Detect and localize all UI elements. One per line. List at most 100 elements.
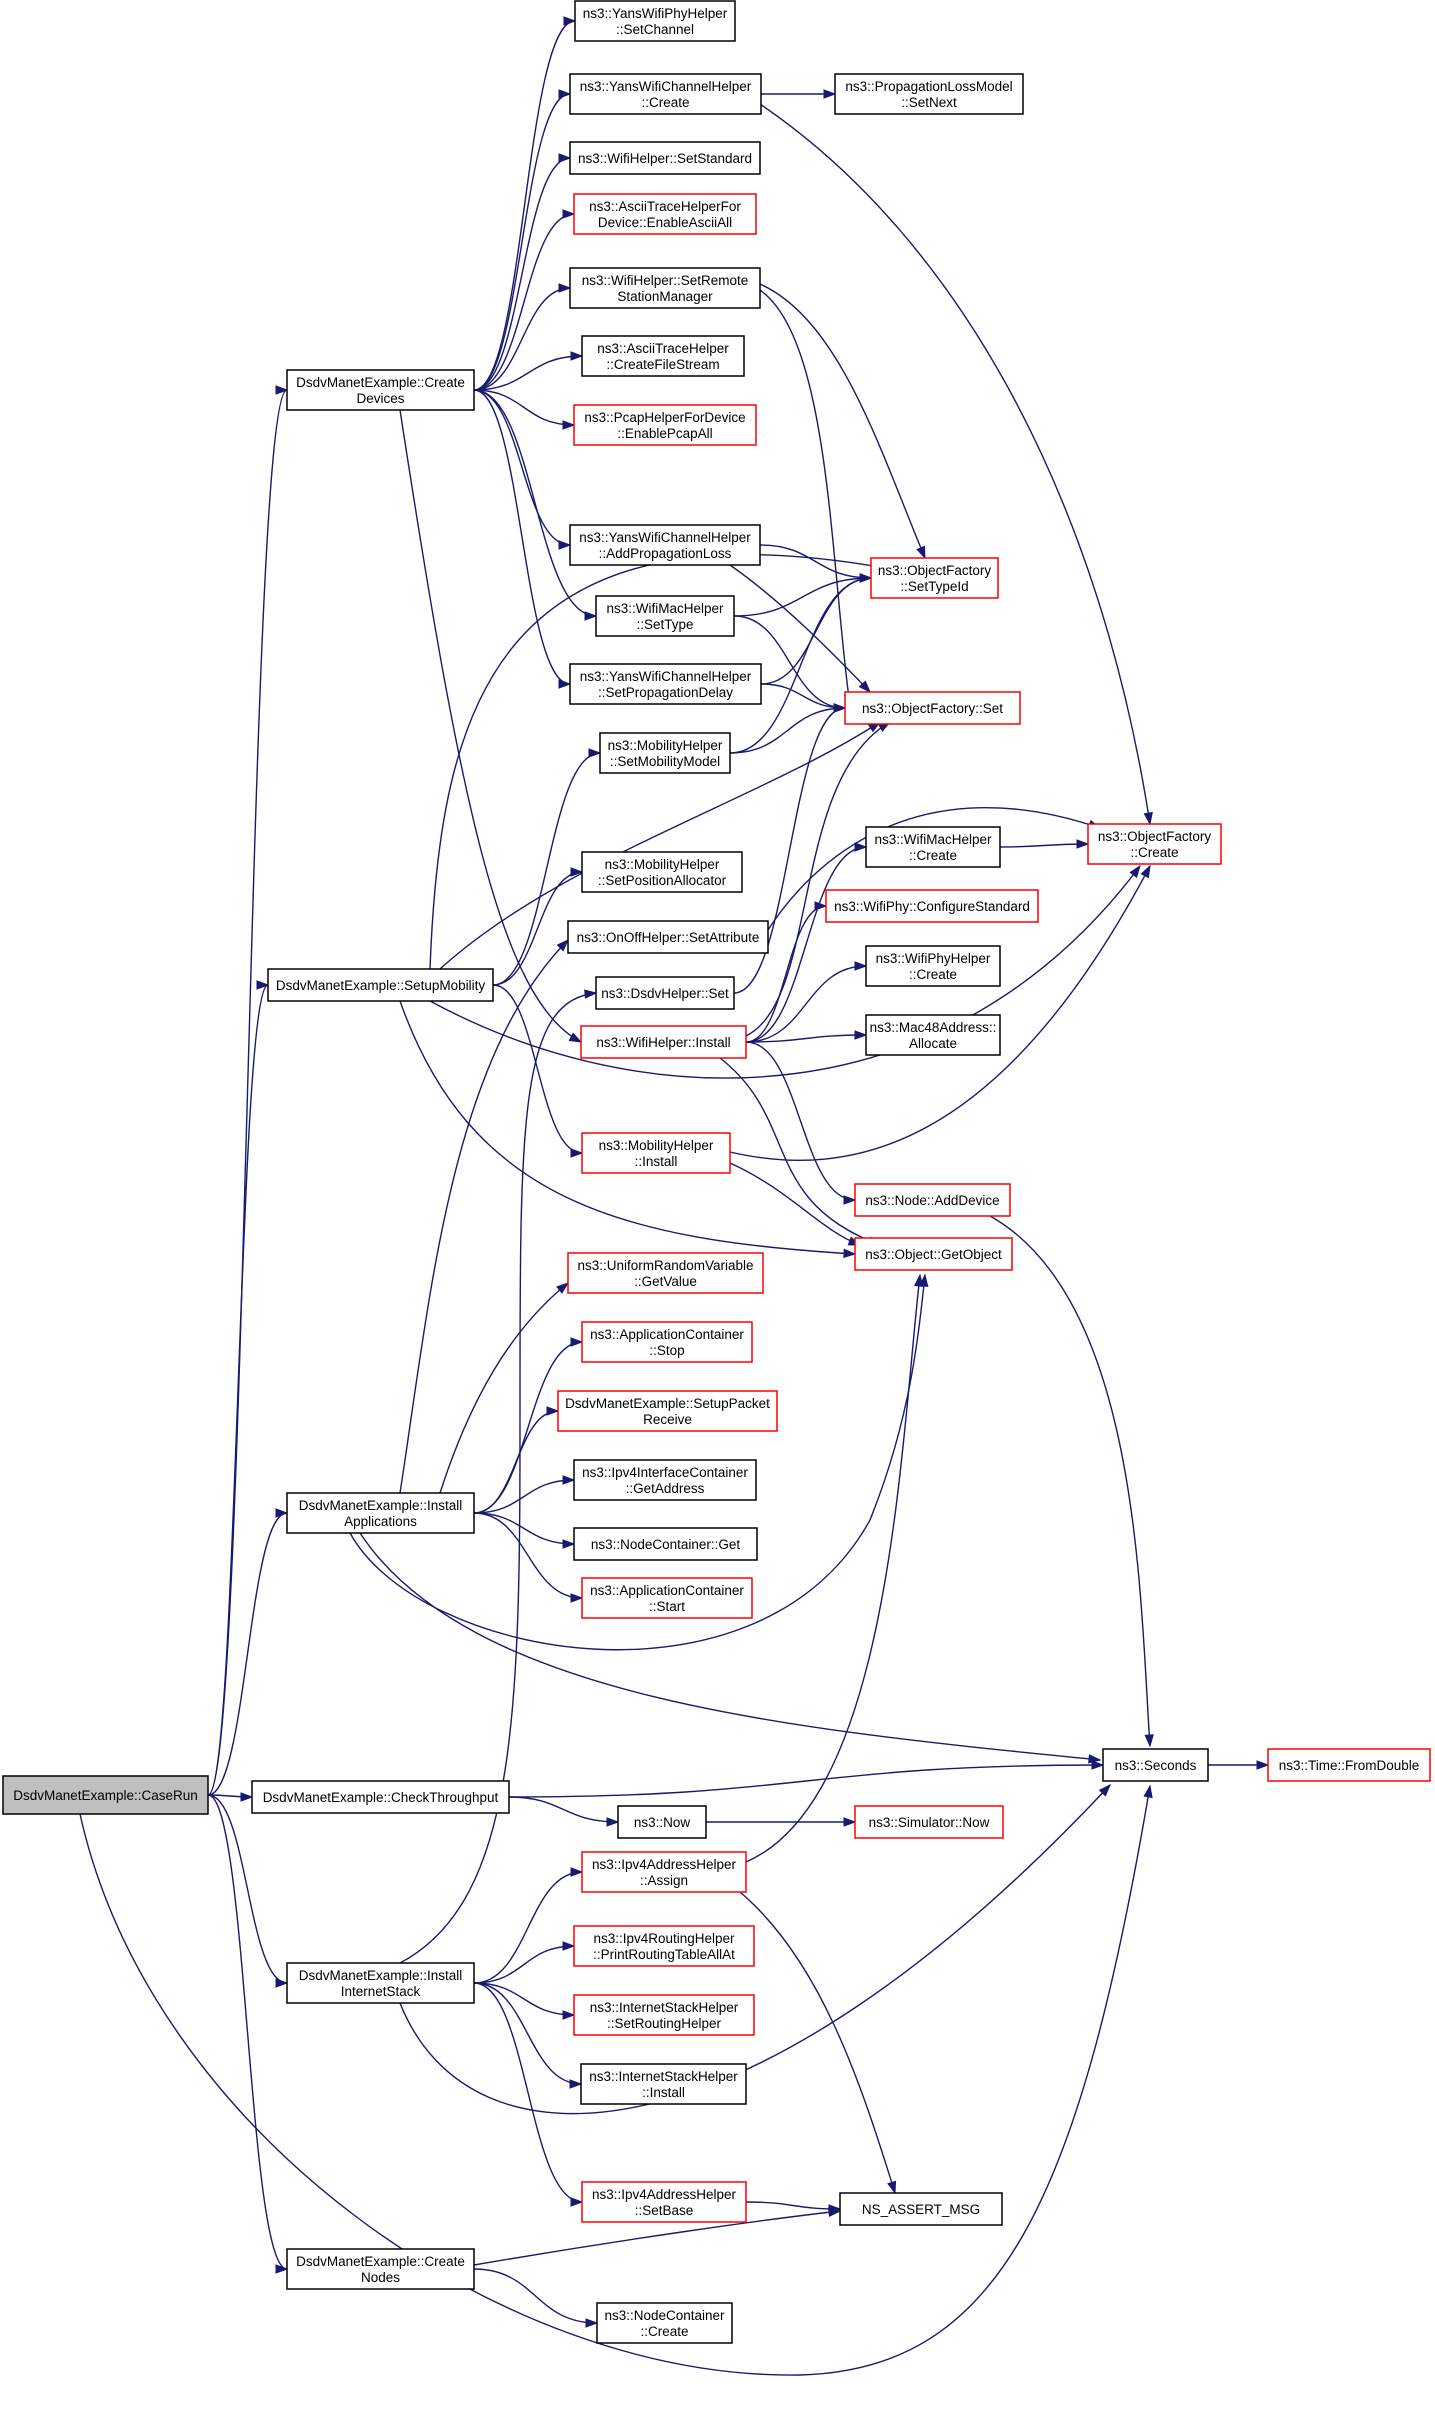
node-ipv4addr_setbase[interactable]: ns3::Ipv4AddressHelper::SetBase [581, 2181, 747, 2223]
node-now[interactable]: ns3::Now [617, 1805, 707, 1839]
node-ipv4ic_getaddr[interactable]: ns3::Ipv4InterfaceContainer::GetAddress [573, 1459, 757, 1501]
edge-createdevices-to-wifihelper_setremote [473, 283, 572, 391]
edge-wifihelper_install-to-object_getobject [719, 1057, 882, 1246]
arrowhead [562, 1539, 576, 1549]
node-label: ::Create [1130, 845, 1178, 860]
node-seconds[interactable]: ns3::Seconds [1102, 1748, 1209, 1782]
edge-wifihelper_install-to-wifiphyhelper_create [745, 961, 868, 1043]
edge-createdevices-to-yanschan_addloss [473, 389, 572, 550]
node-urv_getvalue[interactable]: ns3::UniformRandomVariable::GetValue [567, 1252, 764, 1294]
node-object_getobject[interactable]: ns3::Object::GetObject [854, 1237, 1013, 1271]
edge-wifihelper_setremote-to-objf_set [759, 289, 854, 708]
node-dsdv_set[interactable]: ns3::DsdvHelper::Set [595, 976, 735, 1010]
node-checkthroughput[interactable]: DsdvManetExample::CheckThroughput [251, 1780, 510, 1814]
node-mobility_setpos[interactable]: ns3::MobilityHelper::SetPositionAllocato… [581, 851, 743, 893]
node-onoff_setattr[interactable]: ns3::OnOffHelper::SetAttribute [567, 920, 769, 954]
node-box [557, 1390, 778, 1432]
arrowhead [256, 980, 270, 990]
node-appc_start[interactable]: ns3::ApplicationContainer::Start [581, 1577, 753, 1619]
node-label: Applications [344, 1514, 417, 1529]
node-ipv4addr_assign[interactable]: ns3::Ipv4AddressHelper::Assign [581, 1851, 747, 1893]
arrowhead [828, 2207, 842, 2217]
arrowhead [1129, 864, 1141, 879]
node-objf_set[interactable]: ns3::ObjectFactory::Set [844, 691, 1021, 725]
node-label: ns3::YansWifiChannelHelper [579, 530, 751, 545]
node-label: ns3::WifiMacHelper [606, 601, 724, 616]
arrowhead [570, 1593, 584, 1603]
node-yanschan_create[interactable]: ns3::YansWifiChannelHelper::Create [569, 73, 762, 115]
node-box [267, 968, 494, 1002]
node-yanschan_setdelay[interactable]: ns3::YansWifiChannelHelper::SetPropagati… [569, 663, 762, 705]
node-time_fromdouble[interactable]: ns3::Time::FromDouble [1267, 1748, 1431, 1782]
node-yanschan_addloss[interactable]: ns3::YansWifiChannelHelper::AddPropagati… [569, 524, 761, 566]
arrowhead [858, 680, 872, 694]
node-wifiphyhelper_create[interactable]: ns3::WifiPhyHelper::Create [865, 945, 1001, 987]
arrowhead [275, 2264, 289, 2274]
arrowhead [585, 2318, 599, 2328]
edge-yanschan_setdelay-to-objf_set [760, 683, 847, 713]
node-box [595, 595, 735, 637]
node-ascii_enableall[interactable]: ns3::AsciiTraceHelperForDevice::EnableAs… [573, 193, 757, 235]
node-node_adddevice[interactable]: ns3::Node::AddDevice [854, 1183, 1011, 1217]
arrowhead [546, 1406, 560, 1416]
node-stack_setrouting[interactable]: ns3::InternetStackHelper::SetRoutingHelp… [573, 1994, 755, 2036]
node-box [581, 1851, 747, 1893]
node-box [1087, 823, 1222, 865]
node-yansphy_setchannel[interactable]: ns3::YansWifiPhyHelper::SetChannel [574, 0, 736, 42]
edge-mobility_setmodel-to-objf_settypeid [729, 573, 873, 754]
node-objf_settypeid[interactable]: ns3::ObjectFactory::SetTypeId [870, 557, 999, 599]
node-ascii_createfile[interactable]: ns3::AsciiTraceHelper::CreateFileStream [581, 335, 745, 377]
edge-wifihelper_install-to-wifimac_create [745, 842, 868, 1043]
node-appc_stop[interactable]: ns3::ApplicationContainer::Stop [581, 1321, 753, 1363]
node-nodec_get[interactable]: ns3::NodeContainer::Get [573, 1527, 758, 1561]
edge-wifimac_create-to-objf_create [999, 839, 1090, 849]
node-wifihelper_setstd[interactable]: ns3::WifiHelper::SetStandard [569, 141, 761, 175]
arrowhead [1098, 1783, 1111, 1797]
node-label: ns3::ObjectFactory::Set [862, 701, 1003, 716]
node-caserun[interactable]: DsdvManetExample::CaseRun [2, 1775, 209, 1815]
edge-installapps-to-onoff_setattr [399, 938, 570, 1494]
node-setupmobility[interactable]: DsdvManetExample::SetupMobility [267, 968, 494, 1002]
node-label: ::Install [642, 2085, 685, 2100]
node-proploss_setnext[interactable]: ns3::PropagationLossModel::SetNext [834, 73, 1024, 115]
node-mobility_install[interactable]: ns3::MobilityHelper::Install [581, 1132, 731, 1174]
arrowhead [275, 1508, 289, 1518]
node-stack_install[interactable]: ns3::InternetStackHelper::Install [580, 2063, 747, 2105]
edge-wifihelper_install-to-node_adddevice [745, 1041, 857, 1205]
node-label: DsdvManetExample::SetupMobility [276, 978, 486, 993]
node-wifiphy_config[interactable]: ns3::WifiPhy::ConfigureStandard [825, 889, 1039, 923]
node-mobility_setmodel[interactable]: ns3::MobilityHelper::SetMobilityModel [599, 732, 731, 774]
node-label: ns3::Simulator::Now [869, 1815, 990, 1830]
node-ipv4routing_print[interactable]: ns3::Ipv4RoutingHelper::PrintRoutingTabl… [573, 1925, 755, 1967]
edge-createdevices-to-yansphy_setchannel [473, 16, 577, 391]
node-ns_assert[interactable]: NS_ASSERT_MSG [839, 2192, 1003, 2226]
node-mac48_allocate[interactable]: ns3::Mac48Address::Allocate [865, 1014, 1001, 1056]
node-pcap_enableall[interactable]: ns3::PcapHelperForDevice::EnablePcapAll [573, 404, 757, 446]
node-wifimac_settype[interactable]: ns3::WifiMacHelper::SetType [595, 595, 735, 637]
edge-wifihelper_setremote-to-objf_settypeid [759, 283, 926, 560]
node-objf_create[interactable]: ns3::ObjectFactory::Create [1087, 823, 1222, 865]
node-wifihelper_install[interactable]: ns3::WifiHelper::Install [580, 1025, 747, 1059]
node-label: ns3::UniformRandomVariable [577, 1258, 753, 1273]
edge-ipv4addr_assign-to-object_getobject [745, 1273, 924, 1863]
edge-caserun-to-installapps [207, 1508, 289, 1796]
arrowhead [556, 1282, 570, 1294]
node-label: ::SetBase [635, 2203, 694, 2218]
node-label: DsdvManetExample::Install [299, 1498, 463, 1513]
node-label: ::PrintRoutingTableAllAt [593, 1947, 735, 1962]
node-nodec_create[interactable]: ns3::NodeContainer::Create [596, 2302, 733, 2344]
edge-wifihelper_install-to-wifiphy_config [745, 901, 828, 1043]
arrowhead [563, 16, 577, 26]
node-label: ns3::ApplicationContainer [590, 1327, 744, 1342]
arrowhead [843, 1195, 857, 1205]
node-label: ns3::Node::AddDevice [865, 1193, 999, 1208]
node-box [573, 1925, 755, 1967]
node-wifimac_create[interactable]: ns3::WifiMacHelper::Create [865, 826, 1001, 868]
node-simulator_now[interactable]: ns3::Simulator::Now [854, 1805, 1004, 1839]
